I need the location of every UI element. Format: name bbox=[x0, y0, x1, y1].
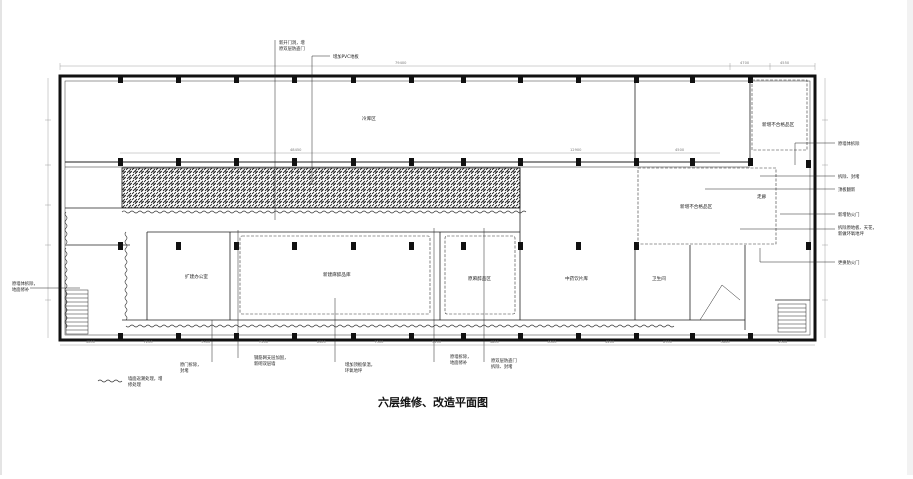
dim-mid2: 12900 bbox=[570, 148, 582, 152]
svg-text:环氧地坪: 环氧地坪 bbox=[345, 367, 363, 374]
room-cold-storage: 冷库区 bbox=[362, 115, 376, 122]
dim-bottom-2: 5900 bbox=[201, 340, 211, 344]
annotation-top1: 新开门洞，增 原双层防盗门 bbox=[279, 39, 305, 52]
annotation-top2: 增加PVC地板 bbox=[333, 53, 359, 60]
dim-mid1: 48450 bbox=[290, 148, 302, 152]
svg-text:新做环氧地坪: 新做环氧地坪 bbox=[838, 230, 864, 237]
structural-columns bbox=[118, 76, 811, 340]
room-new-unqualified-mid: 新增不合格品区 bbox=[680, 203, 713, 210]
top-dimension-line bbox=[59, 63, 816, 70]
svg-text:拆除原地板、天花，: 拆除原地板、天花， bbox=[838, 224, 877, 231]
svg-text:原双层防盗门: 原双层防盗门 bbox=[491, 357, 517, 364]
stairwell-left bbox=[65, 289, 89, 335]
side-dimension-lines bbox=[45, 78, 828, 338]
dim-bottom-4: 6300 bbox=[317, 340, 327, 344]
drawing-title: 六层维修、改造平面图 bbox=[378, 395, 488, 409]
dim-bottom-9: 4200 bbox=[605, 340, 615, 344]
annotation-leaders bbox=[30, 40, 835, 362]
dim-bottom-3: 7500 bbox=[259, 340, 269, 344]
svg-text:钢筋网支层加固，: 钢筋网支层加固， bbox=[254, 354, 288, 361]
svg-text:新砌双层墙: 新砌双层墙 bbox=[254, 360, 276, 367]
dim-bottom-6: 5100 bbox=[432, 340, 442, 344]
pvc-floor-hatched-area bbox=[121, 167, 521, 209]
legend-wavy-symbol bbox=[97, 379, 123, 383]
stairwell-right bbox=[699, 284, 807, 333]
dim-bottom-5: 7500 bbox=[374, 340, 384, 344]
partition-walls bbox=[65, 81, 810, 330]
annotation-left1: 原墙体拆除， 地面修补 bbox=[12, 280, 38, 293]
svg-text:原墙体拆除，: 原墙体拆除， bbox=[12, 280, 38, 287]
annotation-bot3: 增加顶板保温， 环氧地坪 bbox=[345, 361, 375, 374]
dim-bottom-8: 6500 bbox=[547, 340, 557, 344]
annotation-right1: 原墙体拆除 bbox=[838, 140, 860, 147]
dim-top-overall: 79400 bbox=[395, 61, 407, 65]
annotation-right4: 新增防火门 bbox=[838, 211, 859, 218]
dim-top-right2: 4550 bbox=[780, 61, 790, 65]
room-new-drug-store: 新建麻醉品库 bbox=[323, 271, 351, 278]
annotation-right3: 顶板翻新 bbox=[838, 186, 856, 193]
svg-text:修处理: 修处理 bbox=[128, 381, 142, 388]
svg-text:拆除、封堵: 拆除、封堵 bbox=[491, 363, 513, 370]
svg-text:封堵: 封堵 bbox=[180, 367, 189, 374]
room-new-unqualified-top: 新增不合格品区 bbox=[762, 121, 795, 128]
dim-bottom-12: 4500 bbox=[778, 340, 788, 344]
annotation-bot2: 钢筋网支层加固， 新砌双层墙 bbox=[254, 354, 288, 367]
svg-text:增加顶板保温，: 增加顶板保温， bbox=[345, 361, 375, 368]
dim-mid3: 4500 bbox=[675, 148, 685, 152]
legend-text: 墙面返潮处理，增 修处理 bbox=[128, 375, 162, 388]
dim-bottom-10: 6700 bbox=[663, 340, 673, 344]
annotation-bot5: 原双层防盗门 拆除、封堵 bbox=[491, 357, 517, 370]
annotation-right2: 拆除、封堵 bbox=[838, 173, 860, 180]
dim-bottom-0: 4200 bbox=[86, 340, 96, 344]
dim-bottom-11: 5600 bbox=[721, 340, 731, 344]
svg-text:原墙拆除，: 原墙拆除， bbox=[450, 353, 471, 360]
moisture-treatment-outlines bbox=[64, 79, 808, 329]
svg-text:地面修补: 地面修补 bbox=[450, 359, 468, 366]
dim-top-right1: 4700 bbox=[740, 61, 750, 65]
annotation-bot4: 原墙拆除， 地面修补 bbox=[450, 353, 471, 366]
dim-bottom-7: 4800 bbox=[490, 340, 500, 344]
svg-text:新开门洞，增: 新开门洞，增 bbox=[279, 39, 305, 46]
room-expansion-office: 扩建办公室 bbox=[185, 273, 208, 280]
scrollbar-track[interactable] bbox=[907, 0, 913, 475]
annotation-right6: 更换防火门 bbox=[838, 259, 859, 266]
room-corridor: 走廊 bbox=[757, 193, 767, 200]
viewer-left-edge bbox=[0, 0, 2, 475]
annotation-bot1: 原门拆除， 封堵 bbox=[180, 361, 201, 374]
room-washroom: 卫生间 bbox=[652, 275, 666, 282]
annotation-right5: 拆除原地板、天花， 新做环氧地坪 bbox=[838, 224, 877, 237]
dim-bottom-1: 7200 bbox=[144, 340, 154, 344]
room-cn-medicine-store: 中药饮片库 bbox=[565, 275, 588, 282]
svg-text:原双层防盗门: 原双层防盗门 bbox=[279, 45, 305, 52]
room-anesthesia-area: 原麻醉品区 bbox=[468, 275, 491, 282]
svg-text:墙面返潮处理，增: 墙面返潮处理，增 bbox=[128, 375, 162, 382]
svg-text:原门拆除，: 原门拆除， bbox=[180, 361, 201, 368]
svg-text:地面修补: 地面修补 bbox=[12, 286, 30, 293]
outer-wall bbox=[58, 74, 817, 342]
